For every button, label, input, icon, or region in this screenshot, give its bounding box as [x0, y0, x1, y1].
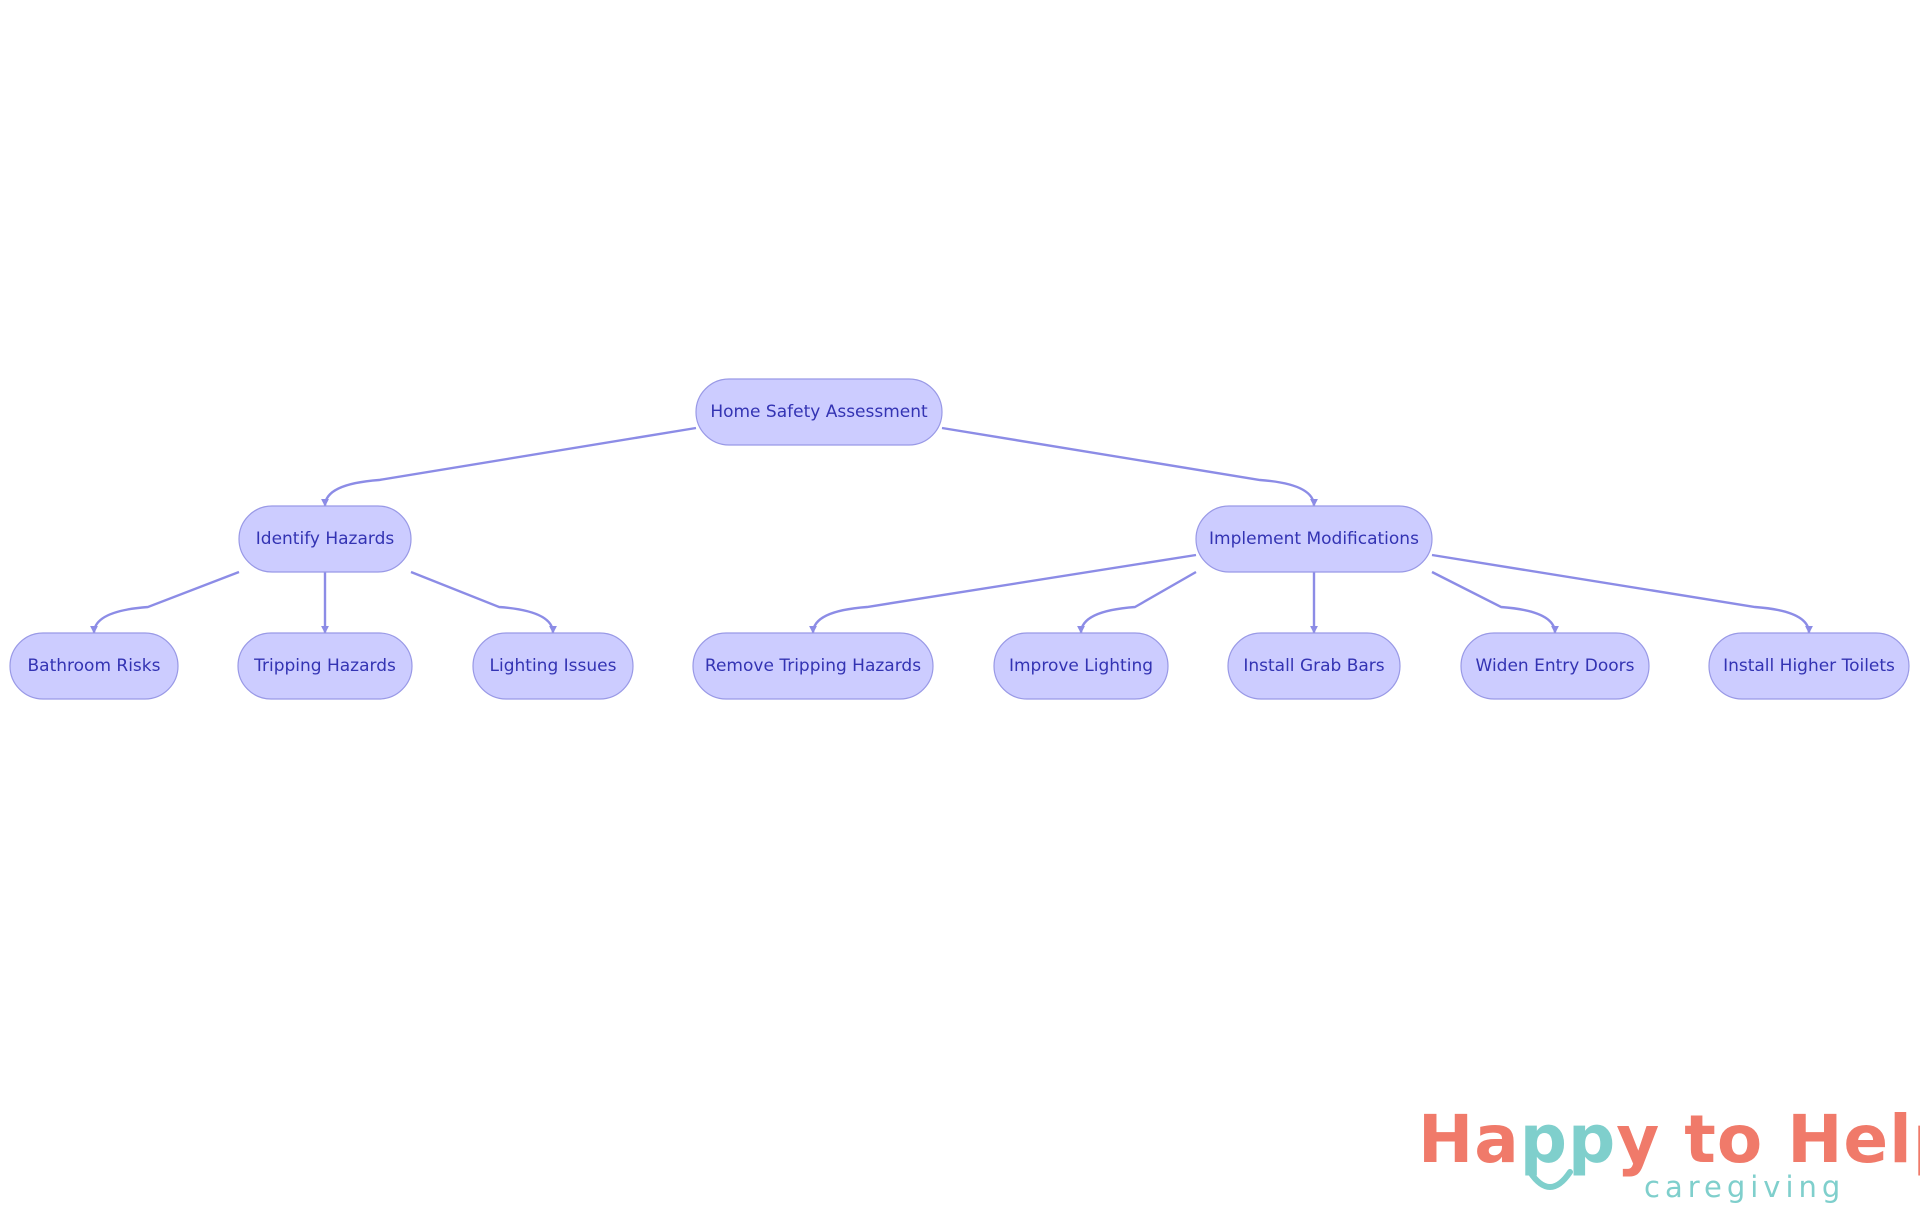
smile-icon — [1527, 1169, 1573, 1190]
node-remove: Remove Tripping Hazards — [692, 632, 934, 700]
node-grab-box — [1227, 632, 1401, 700]
node-tripping-label: Tripping Hazards — [253, 656, 396, 676]
edge-implement-to-widen — [1431, 570, 1559, 634]
node-tripping: Tripping Hazards — [237, 632, 413, 700]
node-identify: Identify Hazards — [238, 505, 412, 573]
node-root-label: Home Safety Assessment — [710, 402, 928, 422]
node-identify-box — [238, 505, 412, 573]
node-implement-box — [1195, 505, 1433, 573]
edge-root-to-identify — [321, 426, 697, 507]
logo-word-to: to — [1684, 1101, 1764, 1178]
happy-to-help-logo: Happy to Help caregiving — [1418, 1100, 1920, 1210]
node-identify-label: Identify Hazards — [256, 529, 395, 549]
node-root: Home Safety Assessment — [695, 378, 943, 446]
logo-tagline: caregiving — [1644, 1170, 1846, 1204]
node-grab: Install Grab Bars — [1227, 632, 1401, 700]
node-grab-label: Install Grab Bars — [1243, 656, 1384, 676]
node-remove-label: Remove Tripping Hazards — [705, 656, 921, 676]
edges — [90, 426, 1813, 634]
node-widen-box — [1460, 632, 1650, 700]
logo-word-help: Help — [1787, 1101, 1920, 1178]
node-implement-label: Implement Modifications — [1209, 529, 1419, 549]
node-improve-label: Improve Lighting — [1009, 656, 1153, 676]
node-root-box — [695, 378, 943, 446]
node-improve-box — [993, 632, 1169, 700]
edge-root-to-implement — [941, 426, 1318, 507]
node-lighting-box — [472, 632, 634, 700]
node-remove-box — [692, 632, 934, 700]
node-improve: Improve Lighting — [993, 632, 1169, 700]
edge-identify-to-lighting — [410, 570, 557, 634]
edge-implement-to-toilets — [1431, 553, 1813, 634]
logo-word-happy: Happy — [1418, 1101, 1661, 1178]
node-bathroom-box — [9, 632, 179, 700]
node-widen: Widen Entry Doors — [1460, 632, 1650, 700]
node-lighting-label: Lighting Issues — [490, 656, 617, 676]
edge-implement-to-improve — [1077, 570, 1197, 634]
node-bathroom-label: Bathroom Risks — [28, 656, 161, 676]
node-implement: Implement Modifications — [1195, 505, 1433, 573]
node-bathroom: Bathroom Risks — [9, 632, 179, 700]
node-toilets: Install Higher Toilets — [1708, 632, 1910, 700]
node-toilets-box — [1708, 632, 1910, 700]
node-widen-label: Widen Entry Doors — [1476, 656, 1635, 676]
edge-identify-to-bathroom — [90, 570, 240, 634]
edge-implement-to-remove — [809, 553, 1197, 634]
node-tripping-box — [237, 632, 413, 700]
logo-wordmark: Happy to Help — [1418, 1100, 1920, 1180]
node-lighting: Lighting Issues — [472, 632, 634, 700]
node-toilets-label: Install Higher Toilets — [1723, 656, 1895, 676]
